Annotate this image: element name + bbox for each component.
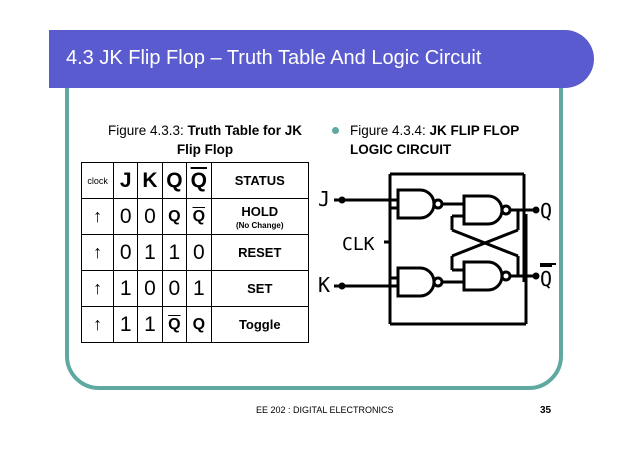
cell-q: Q	[161, 306, 188, 343]
caption-bold-line1: JK FLIP FLOP	[429, 123, 520, 138]
caption-bold-line1: Truth Table for JK	[187, 123, 303, 138]
clock-rising-edge-icon: ↑	[80, 270, 115, 307]
caption-bold-line2: Flip Flop	[176, 142, 234, 157]
caption-prefix: Figure 4.3.3:	[107, 123, 188, 138]
label-q: Q	[540, 199, 552, 223]
header-j: J	[113, 162, 139, 199]
cell-status: Toggle	[210, 306, 310, 343]
header-q: Q	[161, 162, 188, 199]
cell-q-bar: Q	[186, 306, 212, 343]
figure-caption-logic-circuit: Figure 4.3.4: JK FLIP FLOP LOGIC CIRCUIT	[350, 121, 519, 159]
cell-q: 1	[161, 234, 188, 271]
header-clock: clock	[80, 162, 115, 199]
cell-k: 1	[137, 234, 163, 271]
cell-status: RESET	[210, 234, 310, 271]
cell-q-bar: 0	[186, 234, 212, 271]
table-row: ↑ 1 1 Q Q Toggle	[80, 306, 310, 343]
table-row: ↑ 0 0 Q Q HOLD (No Change)	[80, 198, 310, 235]
cell-k: 1	[137, 306, 163, 343]
cell-k: 0	[137, 270, 163, 307]
label-clk: CLK	[342, 234, 375, 255]
bullet-icon	[332, 127, 339, 134]
header-q-bar: Q	[186, 162, 212, 199]
cell-q-bar: 1	[186, 270, 212, 307]
cell-j: 1	[113, 270, 139, 307]
cell-q: 0	[161, 270, 188, 307]
clock-rising-edge-icon: ↑	[80, 234, 115, 271]
header-k: K	[137, 162, 163, 199]
cell-j: 0	[113, 234, 139, 271]
table-header-row: clock J K Q Q STATUS	[80, 162, 310, 199]
caption-prefix: Figure 4.3.4:	[350, 123, 430, 138]
table-row: ↑ 1 0 0 1 SET	[80, 270, 310, 307]
jk-flip-flop-logic-circuit: J CLK K Q Q	[318, 172, 556, 326]
circuit-wiring	[334, 172, 540, 326]
cell-k: 0	[137, 198, 163, 235]
status-subtext: (No Change)	[235, 221, 284, 230]
cell-q-bar: Q	[186, 198, 212, 235]
footer-course: EE 202 : DIGITAL ELECTRONICS	[256, 405, 394, 415]
cell-q: Q	[161, 198, 188, 235]
truth-table: clock J K Q Q STATUS ↑ 0 0 Q Q HOLD (No …	[80, 162, 310, 343]
clock-rising-edge-icon: ↑	[80, 306, 115, 343]
page-number: 35	[540, 405, 552, 416]
title-bar	[49, 30, 594, 88]
figure-caption-truth-table: Figure 4.3.3: Truth Table for JK Flip Fl…	[92, 121, 318, 159]
label-q-bar: Q	[540, 267, 552, 291]
cell-status: SET	[210, 270, 310, 307]
status-text: HOLD	[241, 204, 279, 219]
caption-bold-line2: LOGIC CIRCUIT	[350, 142, 452, 157]
clock-rising-edge-icon: ↑	[80, 198, 115, 235]
cell-status: HOLD (No Change)	[210, 198, 310, 235]
cell-j: 0	[113, 198, 139, 235]
table-row: ↑ 0 1 1 0 RESET	[80, 234, 310, 271]
label-k: K	[318, 273, 330, 297]
cell-j: 1	[113, 306, 139, 343]
label-j: J	[318, 187, 330, 211]
header-status: STATUS	[210, 162, 310, 199]
slide-title: 4.3 JK Flip Flop – Truth Table And Logic…	[66, 47, 482, 69]
